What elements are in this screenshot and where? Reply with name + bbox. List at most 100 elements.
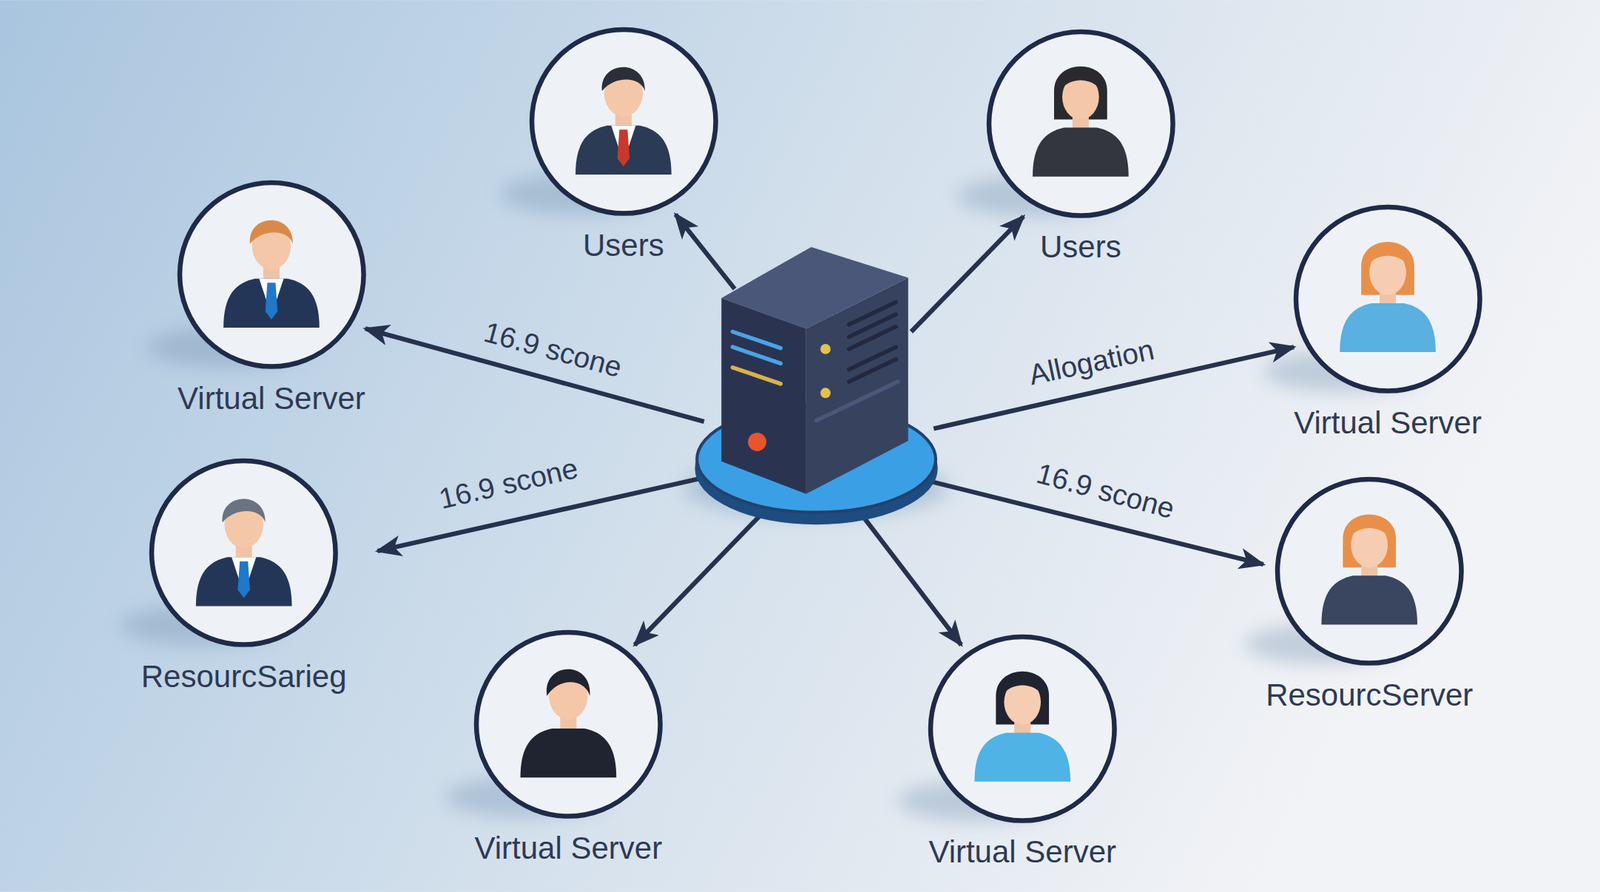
node-caption: Users (454, 227, 792, 264)
node-caption: ResourcServer (1201, 677, 1538, 714)
arrow-label: Allogation (1026, 332, 1158, 392)
arrow-line (862, 515, 962, 646)
person-node: Virtual Server (1219, 204, 1556, 441)
arrow-line (911, 216, 1024, 333)
node-circle-outline (148, 457, 339, 648)
server-power (747, 432, 767, 452)
server-slot (849, 359, 896, 382)
server-slot (816, 381, 899, 421)
shirt (520, 728, 617, 778)
hub-arrows (365, 214, 1294, 646)
node-circle-outline (1293, 204, 1484, 395)
person-node: Virtual Server (854, 633, 1191, 871)
shirt (974, 733, 1071, 782)
neck (263, 266, 280, 281)
hair (546, 669, 591, 697)
server-side (806, 277, 909, 494)
face (252, 222, 291, 270)
neck (1361, 563, 1378, 578)
neck (1379, 290, 1396, 305)
arrow-label: 16.9 scone (1032, 457, 1178, 526)
face (1350, 522, 1388, 568)
face (1369, 250, 1407, 296)
neck (235, 545, 253, 560)
node-circle (988, 31, 1174, 216)
face (224, 500, 263, 548)
tie (237, 561, 251, 599)
node-circle-outline (176, 179, 367, 370)
node-circle-outline (927, 633, 1118, 825)
hair (1000, 677, 1044, 697)
server-led (820, 387, 831, 398)
node-caption: Virtual Server (102, 380, 440, 417)
node-caption: Virtual Server (854, 834, 1191, 870)
person-node: ResourcServer (1201, 476, 1538, 714)
server-front (721, 298, 806, 495)
person-icon (575, 67, 672, 175)
person-icon (1032, 66, 1129, 177)
person-icon (223, 220, 320, 328)
node-circle-outline (986, 28, 1177, 219)
arrow-line (634, 515, 761, 646)
hair (1054, 66, 1108, 120)
person-icon (1321, 514, 1418, 625)
person-node: Virtual Server (400, 629, 737, 867)
node-circle (151, 460, 336, 646)
suit (223, 278, 320, 328)
person-node: Users (912, 28, 1249, 266)
hair (602, 67, 646, 91)
circle-shadows (120, 173, 1427, 822)
arrow-line (675, 214, 735, 290)
server-light (732, 367, 781, 384)
node-circle-outline (1274, 476, 1465, 667)
neck (615, 113, 632, 128)
suit (196, 557, 293, 606)
face (1062, 74, 1100, 120)
server-slot (849, 314, 896, 337)
node-circle (1295, 207, 1481, 392)
arrow-label: 16.9 scone (435, 451, 581, 516)
person-icon (974, 671, 1071, 782)
tie (265, 282, 279, 320)
hair (1342, 514, 1396, 568)
node-circle (1277, 479, 1462, 664)
node-caption: Users (912, 229, 1249, 265)
server-details (732, 301, 898, 421)
server-light (732, 346, 781, 364)
face (1003, 679, 1041, 725)
face (548, 672, 588, 720)
node-caption: ResourcSarieg (75, 659, 413, 695)
person-icon (520, 669, 617, 779)
server-slot (849, 346, 896, 370)
hair (222, 498, 266, 523)
server-slot (849, 326, 896, 350)
node-circle (930, 636, 1115, 822)
node-circle-outline (473, 629, 664, 820)
node-circle (531, 29, 717, 214)
person-node: Users (454, 26, 792, 264)
shirt (231, 557, 256, 594)
person-icon (196, 498, 293, 606)
suit (575, 125, 672, 175)
hair (995, 671, 1049, 725)
server-icon (694, 247, 938, 525)
server-slot (849, 301, 896, 324)
hair (1366, 247, 1410, 267)
node-circle-outline (528, 26, 720, 217)
neck (1072, 115, 1089, 130)
node-caption: Virtual Server (400, 830, 737, 867)
face (604, 69, 643, 117)
server-light (732, 332, 781, 349)
hair (1347, 520, 1391, 540)
neck (1014, 720, 1031, 735)
arrow-label: 16.9 scone (480, 315, 626, 384)
neck (559, 716, 577, 731)
shirt (258, 278, 284, 316)
person-node: ResourcSarieg (75, 457, 413, 695)
